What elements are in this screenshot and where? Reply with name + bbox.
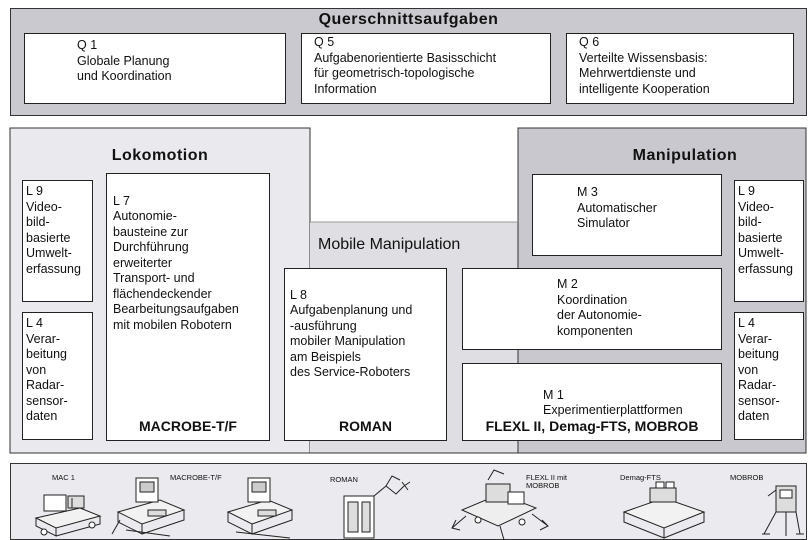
- l8-text: L 8 Aufgabenplanung und -ausführung mobi…: [290, 287, 413, 380]
- robot-label-roman: ROMAN: [330, 475, 358, 484]
- robot-label-macrobe: MACROBE-T/F: [170, 473, 222, 482]
- manipulation-title: Manipulation: [632, 147, 738, 164]
- mobrob-robot-icon: [762, 485, 804, 536]
- m1-system-label: FLEXL II, Demag-FTS, MOBROB: [485, 418, 699, 434]
- l4-left-box: L 4 Verar- beitung von Radar- sensor- da…: [22, 312, 93, 440]
- demag-fts-robot-icon: [622, 481, 706, 539]
- m1-text: M 1 Experimentierplattformen: [543, 387, 683, 418]
- robot-label-flexl: FLEXL II mit MOBROB: [526, 473, 567, 490]
- q6-box: Q 6 Verteilte Wissensbasis: Mehrwertdien…: [566, 33, 794, 104]
- mac1-robot-icon: [34, 494, 102, 537]
- flexl-robot-icon: [451, 469, 549, 540]
- q1-box: Q 1 Globale Planung und Koordination: [24, 33, 286, 104]
- lokomotion-title: Lokomotion: [111, 147, 209, 164]
- l9-left-box: L 9 Video- bild- basierte Umwelt- erfass…: [22, 180, 93, 302]
- cross-section-title: Querschnittsaufgaben: [318, 11, 499, 28]
- l7-system-label: MACROBE-T/F: [139, 418, 237, 434]
- l7-box: L 7 Autonomie- bausteine zur Durchführun…: [106, 173, 270, 441]
- m2-box: M 2 Koordination der Autonomie- komponen…: [462, 268, 722, 350]
- q5-box: Q 5 Aufgabenorientierte Basisschicht für…: [301, 33, 551, 104]
- robot-label-demag: Demag-FTS: [620, 473, 661, 482]
- l9-right-box: L 9 Video- bild- basierte Umwelt- erfass…: [734, 180, 804, 302]
- robot-label-mobrob: MOBROB: [730, 473, 764, 482]
- macrobe-robot-icon-1: [111, 477, 186, 537]
- l7-text: L 7 Autonomie- bausteine zur Durchführun…: [113, 193, 239, 332]
- l4-right-box: L 4 Verar- beitung von Radar- sensor- da…: [734, 312, 804, 440]
- l8-box: L 8 Aufgabenplanung und -ausführung mobi…: [284, 268, 447, 441]
- m1-box: M 1 Experimentierplattformen: [462, 363, 722, 441]
- l8-system-label: ROMAN: [339, 418, 392, 434]
- mobile-manipulation-title: Mobile Manipulation: [318, 236, 461, 253]
- macrobe-robot-icon-2: [226, 477, 294, 539]
- roman-robot-icon: [343, 475, 411, 539]
- m3-box: M 3 Automatischer Simulator: [532, 174, 722, 256]
- robot-label-mac1: MAC 1: [52, 473, 75, 482]
